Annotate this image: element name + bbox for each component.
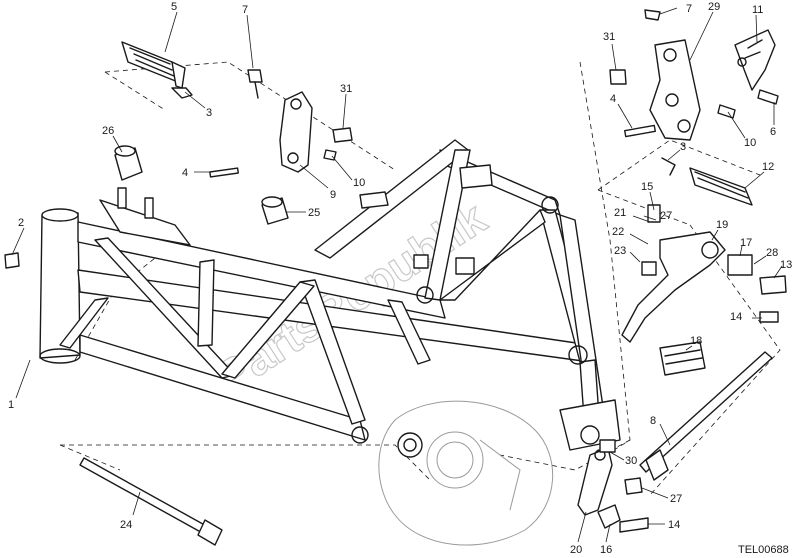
engine-crankcase-outline bbox=[378, 400, 554, 546]
heel-guard bbox=[734, 29, 776, 91]
callout-10b: 10 bbox=[744, 137, 756, 149]
callout-14: 14 bbox=[730, 311, 742, 323]
callout-3b: 3 bbox=[680, 141, 686, 153]
callout-27: 27 bbox=[660, 210, 672, 222]
callout-25: 25 bbox=[308, 207, 320, 219]
callout-27b: 28 bbox=[766, 247, 778, 259]
passenger-footpeg-right bbox=[661, 157, 753, 206]
bolts bbox=[323, 89, 779, 323]
callout-10: 10 bbox=[353, 177, 365, 189]
callout-9: 9 bbox=[330, 189, 336, 201]
gear-linkage-rod bbox=[577, 439, 649, 533]
callout-7: 7 bbox=[242, 4, 248, 16]
callout-labels: 5 7 3 31 26 4 9 10 2 25 1 24 7 29 11 31 … bbox=[8, 1, 792, 556]
callout-20: 20 bbox=[570, 544, 582, 556]
swingarm-pivot-shaft bbox=[639, 351, 773, 481]
drawing-code: TEL00688 bbox=[738, 544, 789, 556]
footpeg-bracket-left bbox=[209, 69, 313, 178]
callout-4: 4 bbox=[182, 167, 188, 179]
callout-31: 31 bbox=[340, 83, 352, 95]
callout-5: 5 bbox=[171, 1, 177, 13]
callout-12: 12 bbox=[762, 161, 774, 173]
callout-4b: 4 bbox=[610, 93, 616, 105]
callout-11: 11 bbox=[752, 4, 763, 16]
callout-13: 13 bbox=[780, 259, 792, 271]
callout-31b: 31 bbox=[603, 31, 615, 43]
callout-7b: 7 bbox=[686, 3, 692, 15]
leader-lines bbox=[11, 7, 783, 543]
callout-15: 15 bbox=[641, 181, 653, 193]
main-frame bbox=[39, 139, 621, 451]
callout-14b: 14 bbox=[668, 519, 680, 531]
engine-through-bolt bbox=[79, 457, 223, 546]
callout-21: 21 bbox=[614, 207, 626, 219]
callout-16: 16 bbox=[600, 544, 612, 556]
callout-26: 26 bbox=[102, 125, 114, 137]
callout-30: 30 bbox=[625, 455, 637, 467]
callout-3: 3 bbox=[206, 107, 212, 119]
callout-24: 24 bbox=[120, 519, 132, 531]
callout-1: 1 bbox=[8, 399, 14, 411]
callout-8: 8 bbox=[650, 415, 656, 427]
callout-29: 27 bbox=[670, 493, 682, 505]
callout-17: 17 bbox=[740, 237, 752, 249]
callout-6: 6 bbox=[770, 126, 776, 138]
callout-19: 19 bbox=[716, 219, 728, 231]
callout-2: 2 bbox=[18, 217, 24, 229]
rider-footpeg-left bbox=[121, 41, 193, 99]
callout-22: 22 bbox=[612, 226, 624, 238]
callout-23: 23 bbox=[614, 245, 626, 257]
gear-shift-lever bbox=[621, 204, 787, 376]
callout-18: 18 bbox=[690, 335, 702, 347]
callout-28: 29 bbox=[708, 1, 720, 13]
passenger-footpeg-bracket-right bbox=[609, 9, 701, 141]
